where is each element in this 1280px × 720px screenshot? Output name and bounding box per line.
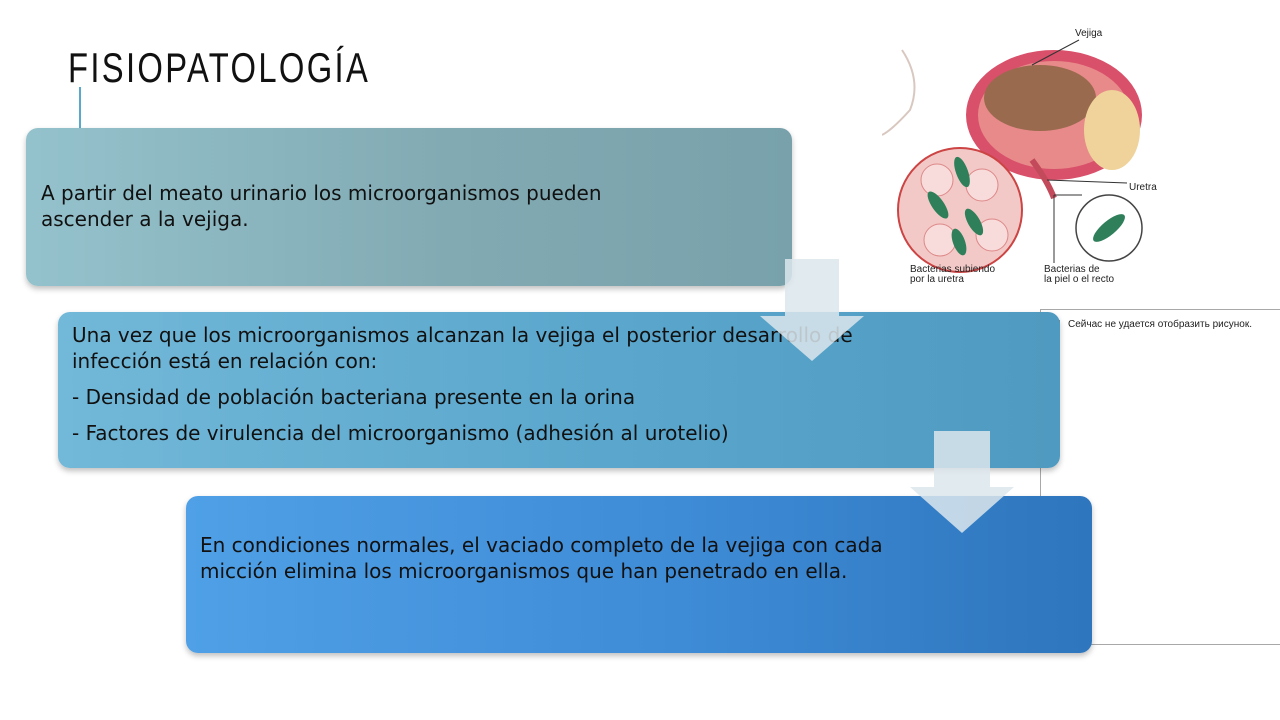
bladder-illustration: Vejiga Uretra Bacterias subiendo por la …	[882, 28, 1157, 285]
label-bacterias-uretra-2: por la uretra	[910, 274, 964, 285]
label-bacterias-uretra-1: Bacterias subiendo	[910, 264, 995, 275]
process-step-2-item-2: - Factores de virulencia del microorgani…	[72, 421, 729, 445]
process-step-2-item-1: - Densidad de población bacteriana prese…	[72, 385, 636, 409]
label-uretra: Uretra	[1129, 182, 1157, 193]
slide-title: FISIOPATOLOGÍA	[68, 44, 371, 91]
process-step-3: En condiciones normales, el vaciado comp…	[186, 496, 1092, 653]
label-bacterias-piel-1: Bacterias de	[1044, 264, 1100, 275]
process-step-1-text: A partir del meato urinario los microorg…	[41, 181, 602, 231]
label-bacterias-piel-2: la piel o el recto	[1044, 274, 1114, 285]
label-vejiga: Vejiga	[1075, 28, 1103, 39]
process-step-2: Una vez que los microorganismos alcanzan…	[58, 312, 1060, 468]
down-arrow-1	[760, 259, 864, 361]
process-step-1: A partir del meato urinario los microorg…	[26, 128, 792, 286]
down-arrow-2	[910, 431, 1014, 533]
broken-image-message: Сейчас не удается отобразить рисунок.	[1068, 319, 1252, 330]
title-accent-line	[79, 87, 81, 129]
process-step-3-text: En condiciones normales, el vaciado comp…	[200, 533, 883, 583]
process-step-2-intro: Una vez que los microorganismos alcanzan…	[72, 323, 853, 373]
